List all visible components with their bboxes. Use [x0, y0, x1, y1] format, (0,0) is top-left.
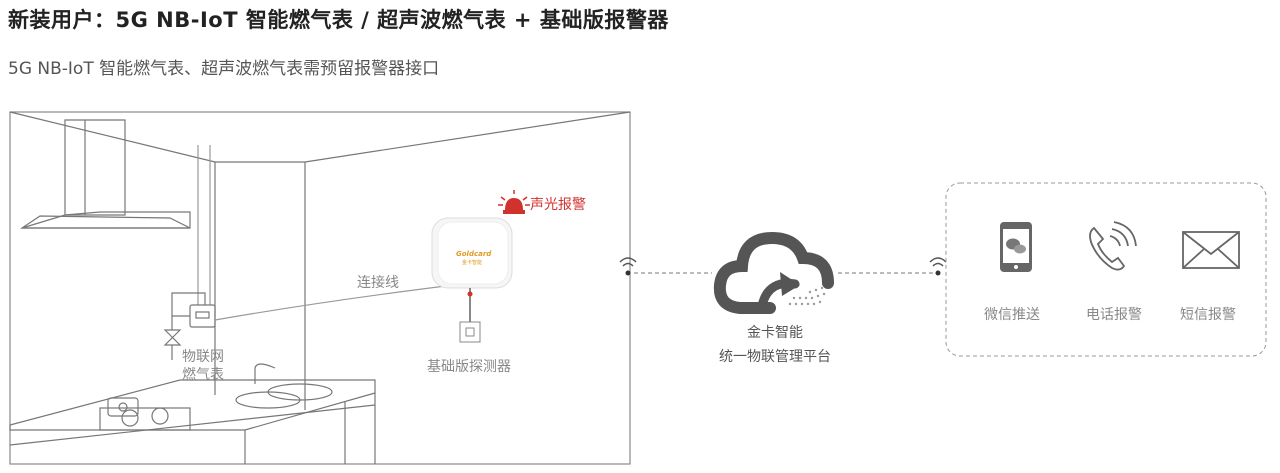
range-hood-icon [20, 119, 191, 229]
wire-label: 连接线 [357, 275, 399, 291]
notify-label-sms: 短信报警 [1180, 307, 1236, 323]
detector-brand-cn: 金卡智能 [462, 260, 483, 266]
detector-label: 基础版探测器 [427, 359, 511, 375]
kitchen-counter [9, 363, 376, 464]
signal-icon [619, 257, 637, 267]
gas-detector-icon [431, 217, 513, 343]
notification-box [945, 182, 1267, 357]
kitchen-scene [9, 111, 631, 465]
cloud-dots [788, 286, 826, 306]
meter-label-line1: 物联网 [182, 349, 224, 365]
meter-label-line2: 燃气表 [182, 367, 224, 383]
phone-wechat-icon [1000, 222, 1032, 272]
envelope-icon [1182, 231, 1240, 269]
detector-brand: Goldcard [456, 250, 492, 258]
alarm-light-icon [498, 190, 530, 214]
gas-pipe [197, 145, 211, 305]
gas-meter-icon [163, 292, 216, 360]
platform-label: 金卡智能 统一物联管理平台 [700, 321, 850, 369]
platform-label-line1: 金卡智能 [747, 325, 803, 341]
connection-wire [214, 282, 471, 321]
platform-label-line2: 统一物联管理平台 [719, 349, 831, 365]
notify-label-wechat: 微信推送 [984, 307, 1040, 323]
notify-label-call: 电话报警 [1086, 307, 1142, 323]
page-title: 新装用户：5G NB-IoT 智能燃气表 / 超声波燃气表 + 基础版报警器 [8, 8, 669, 32]
cloud-platform-icon [713, 231, 834, 314]
phone-call-icon [1089, 221, 1137, 271]
alarm-label: 声光报警 [530, 197, 586, 213]
signal-icon-right [929, 257, 947, 267]
meter-label: 物联网 燃气表 [182, 348, 224, 384]
page-subtitle: 5G NB-IoT 智能燃气表、超声波燃气表需预留报警器接口 [8, 59, 440, 79]
